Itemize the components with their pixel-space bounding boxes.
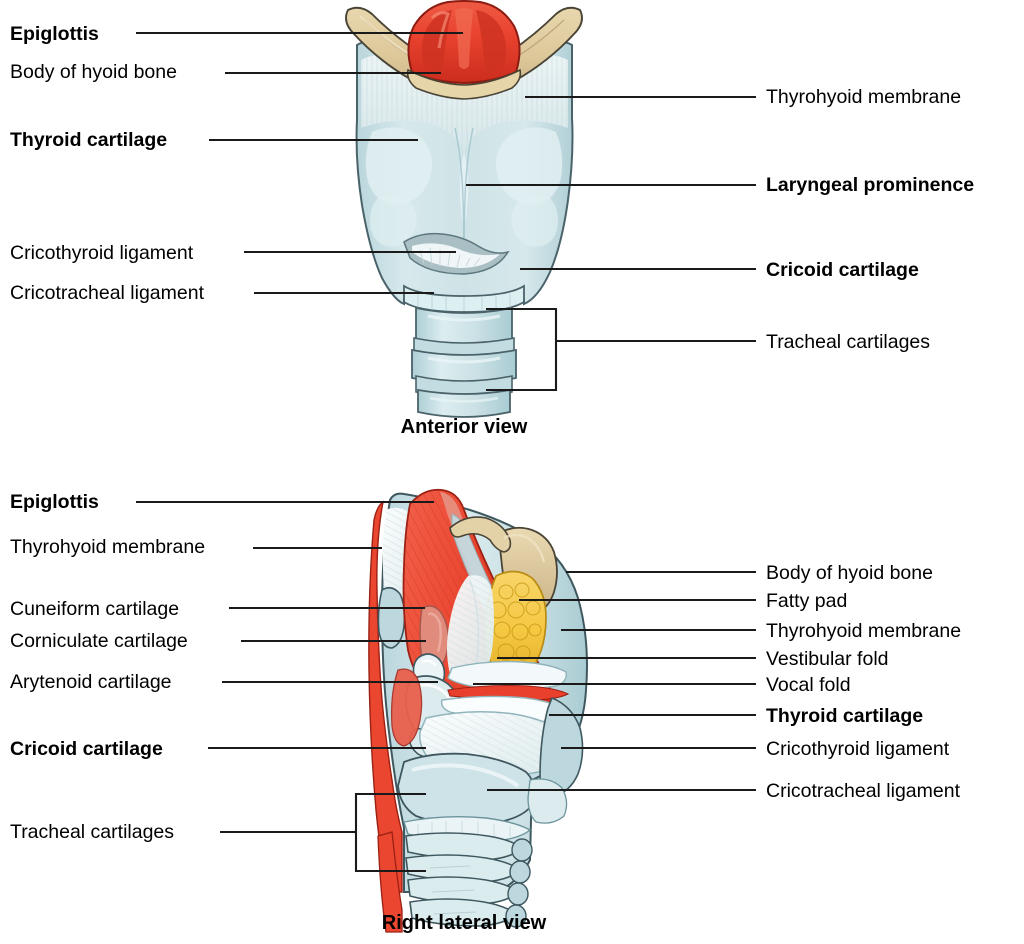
label-lateral-thyrohyoid-membrane: Thyrohyoid membrane [10,536,206,558]
label-anterior-thyrohyoid-membrane: Thyrohyoid membrane [766,86,962,108]
label-lateral-vestibular-fold: Vestibular fold [766,648,889,670]
label-lateral-fatty-pad: Fatty pad [766,590,848,612]
label-anterior-cricothyroid-ligament: Cricothyroid ligament [10,242,194,264]
label-anterior-body-of-hyoid-bone: Body of hyoid bone [10,61,177,83]
label-anterior-laryngeal-prominence: Laryngeal prominence [766,174,975,196]
label-anterior-cricoid-cartilage: Cricoid cartilage [766,259,919,281]
label-lateral-arytenoid-cartilage: Arytenoid cartilage [10,671,172,693]
label-lateral-cuneiform-cartilage: Cuneiform cartilage [10,598,180,620]
label-lateral-vocal-fold: Vocal fold [766,674,851,696]
label-lateral-epiglottis: Epiglottis [10,491,99,513]
label-lateral-thyroid-cartilage: Thyroid cartilage [766,705,924,727]
label-lateral-thyrohyoid-membrane-right: Thyrohyoid membrane [766,620,962,642]
bracket-anterior-tracheal [486,307,558,392]
label-anterior-tracheal-cartilages: Tracheal cartilages [766,331,931,353]
lateral-view-illustration [368,488,588,933]
bracket-lateral-tracheal [354,792,426,873]
lateral-tracheal-rings [405,832,533,928]
label-anterior-thyroid-cartilage: Thyroid cartilage [10,129,168,151]
label-lateral-body-of-hyoid-bone: Body of hyoid bone [766,562,933,584]
label-anterior-cricotracheal-ligament: Cricotracheal ligament [10,282,205,304]
label-anterior-epiglottis: Epiglottis [10,23,99,45]
label-lateral-corniculate-cartilage: Corniculate cartilage [10,630,188,652]
caption-right-lateral-view: Right lateral view [381,912,547,934]
label-lateral-tracheal-cartilages: Tracheal cartilages [10,821,175,843]
caption-anterior-view: Anterior view [400,416,528,438]
lateral-larynx-body [368,488,588,933]
label-lateral-cricothyroid-ligament: Cricothyroid ligament [766,738,950,760]
anterior-tracheal-rings [411,306,517,418]
label-lateral-cricotracheal-ligament: Cricotracheal ligament [766,780,961,802]
label-lateral-cricoid-cartilage: Cricoid cartilage [10,738,163,760]
